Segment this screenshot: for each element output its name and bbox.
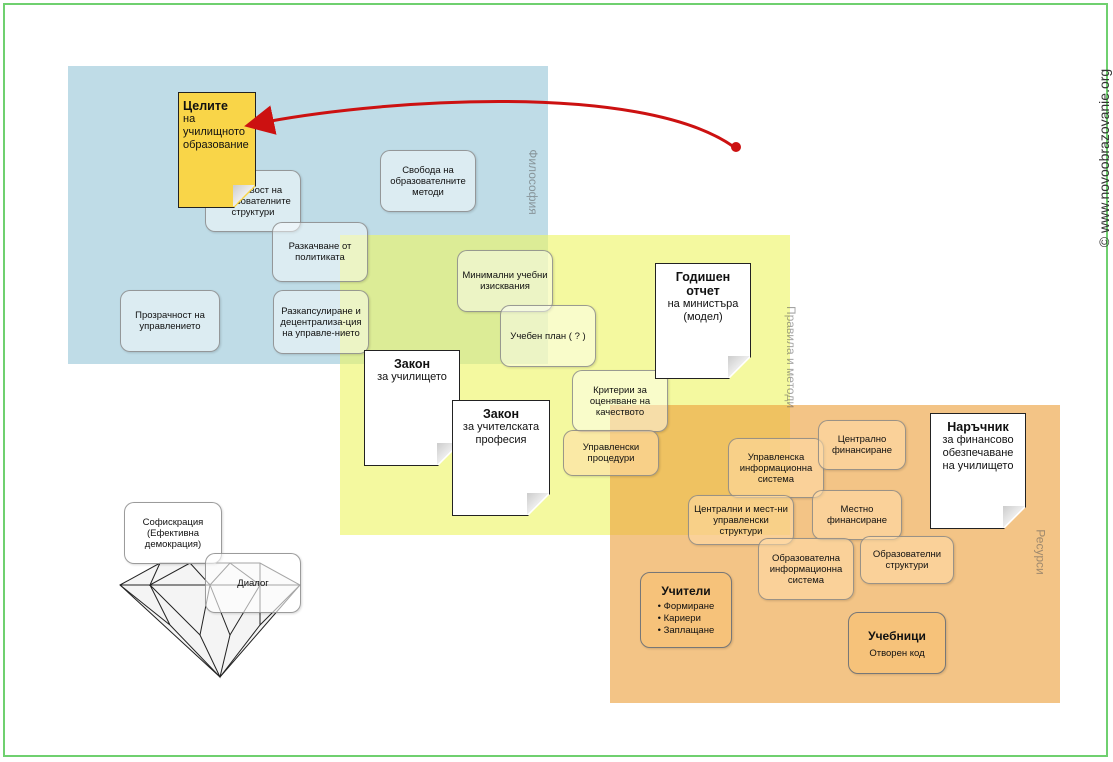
box-central-fin: Централно финансиране bbox=[818, 420, 906, 470]
note-law-teacher-body: за учителската професия bbox=[462, 421, 540, 446]
note-law-teacher-title: Закон bbox=[482, 407, 520, 421]
textbooks-title: Учебници bbox=[868, 628, 926, 643]
note-handbook-body: за финансово обезпечаване на училището bbox=[942, 434, 1014, 472]
diagram-frame bbox=[3, 3, 1108, 757]
teachers-item: • Кариери bbox=[657, 613, 701, 624]
arrow-origin-dot bbox=[731, 142, 741, 152]
dialogue-box: Диалог bbox=[205, 553, 301, 613]
box-freedom: Свобода на образователните методи bbox=[380, 150, 476, 212]
teachers-title: Учители bbox=[661, 584, 711, 598]
note-handbook-title: Наръчник bbox=[947, 420, 1009, 434]
box-curriculum: Учебен план ( ? ) bbox=[500, 305, 596, 367]
copyright-text: © www.novoobrazovanie.org bbox=[1096, 68, 1113, 248]
box-local-fin: Местно финансиране bbox=[812, 490, 902, 540]
note-law-school-body: за училището bbox=[377, 371, 447, 383]
sophocracy-box: Софискрация (Ефективна демокрация) bbox=[124, 502, 222, 564]
box-minimal: Минимални учебни изисквания bbox=[457, 250, 553, 312]
teachers-item: • Формиране bbox=[657, 601, 715, 612]
box-structures-central: Централни и мест-ни управленски структур… bbox=[688, 495, 794, 545]
box-transparency: Прозрачност на управлението bbox=[120, 290, 220, 352]
note-report: Годишен отчет на министъра (модел) bbox=[655, 263, 751, 379]
box-edu-structures: Образователни структури bbox=[860, 536, 954, 584]
teachers-item: • Заплащане bbox=[657, 625, 715, 636]
box-procedures: Управленски процедури bbox=[563, 430, 659, 476]
note-report-title: Годишен отчет bbox=[675, 270, 731, 298]
note-goals: Целите на училищното образование bbox=[178, 92, 256, 208]
textbooks-body: Отворен код bbox=[869, 647, 925, 659]
note-law-school: Закон за училището bbox=[364, 350, 460, 466]
box-unhooking: Разкачване от политиката bbox=[272, 222, 368, 282]
box-edu-info-system: Образователна информационна система bbox=[758, 538, 854, 600]
note-law-school-title: Закон bbox=[393, 357, 431, 371]
teachers-box: Учители • Формиране • Кариери • Заплащан… bbox=[640, 572, 732, 648]
box-decentralization: Разкапсулиране и децентрализа-ция на упр… bbox=[273, 290, 369, 354]
note-handbook: Наръчник за финансово обезпечаване на уч… bbox=[930, 413, 1026, 529]
note-report-body: на министъра (модел) bbox=[667, 298, 739, 323]
teachers-list: • Формиране • Кариери • Заплащане bbox=[658, 601, 715, 637]
note-goals-body: на училищното образование bbox=[183, 113, 249, 151]
textbooks-box: Учебници Отворен код bbox=[848, 612, 946, 674]
box-criteria: Критерии за оценяване на качеството bbox=[572, 370, 668, 432]
note-goals-title: Целите bbox=[183, 99, 228, 113]
